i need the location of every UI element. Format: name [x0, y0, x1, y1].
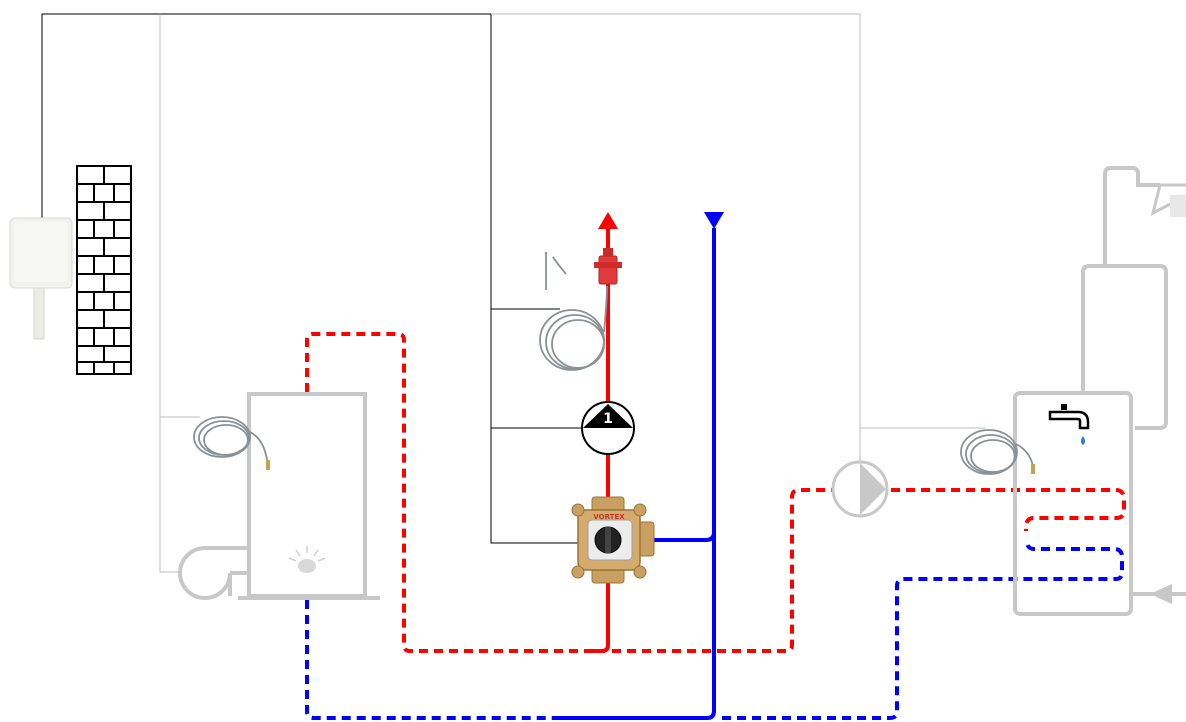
outdoor-sensor-icon — [9, 217, 73, 340]
circulator-pump-icon: 1 — [581, 401, 635, 455]
outdoor-sensor-wire — [41, 13, 590, 544]
dhw-wire — [491, 13, 985, 429]
heating-flow-pipe — [590, 228, 610, 653]
contact-sensor-icon — [193, 416, 270, 470]
valve-brand-label: VORTEX — [593, 513, 625, 521]
dhw-pump-icon — [831, 460, 889, 518]
boiler-return-pipe — [305, 540, 1124, 720]
immersion-sensor-icon — [539, 248, 622, 371]
boiler-icon — [238, 392, 380, 600]
sensor-well-icon — [594, 248, 622, 285]
inactive-wiring — [159, 13, 985, 573]
return-arrow-icon — [704, 212, 724, 229]
burner-fan-icon — [178, 546, 249, 600]
boiler-wire — [159, 14, 180, 573]
heating-return-pipe — [560, 228, 716, 720]
tap-icon — [1048, 404, 1090, 445]
mixing-valve-icon: VORTEX — [571, 496, 655, 584]
cold-water-inlet-arrow-icon — [1150, 584, 1172, 604]
pump-number-label: 1 — [603, 411, 613, 427]
boiler-flow-pipe — [305, 332, 1126, 653]
flame-icon — [288, 546, 326, 573]
flow-arrow-icon — [598, 212, 618, 229]
contact-sensor-icon — [960, 429, 1035, 475]
control-wiring — [41, 13, 590, 544]
shower-spray-icon — [1170, 195, 1186, 217]
brick-wall-icon — [76, 165, 132, 375]
